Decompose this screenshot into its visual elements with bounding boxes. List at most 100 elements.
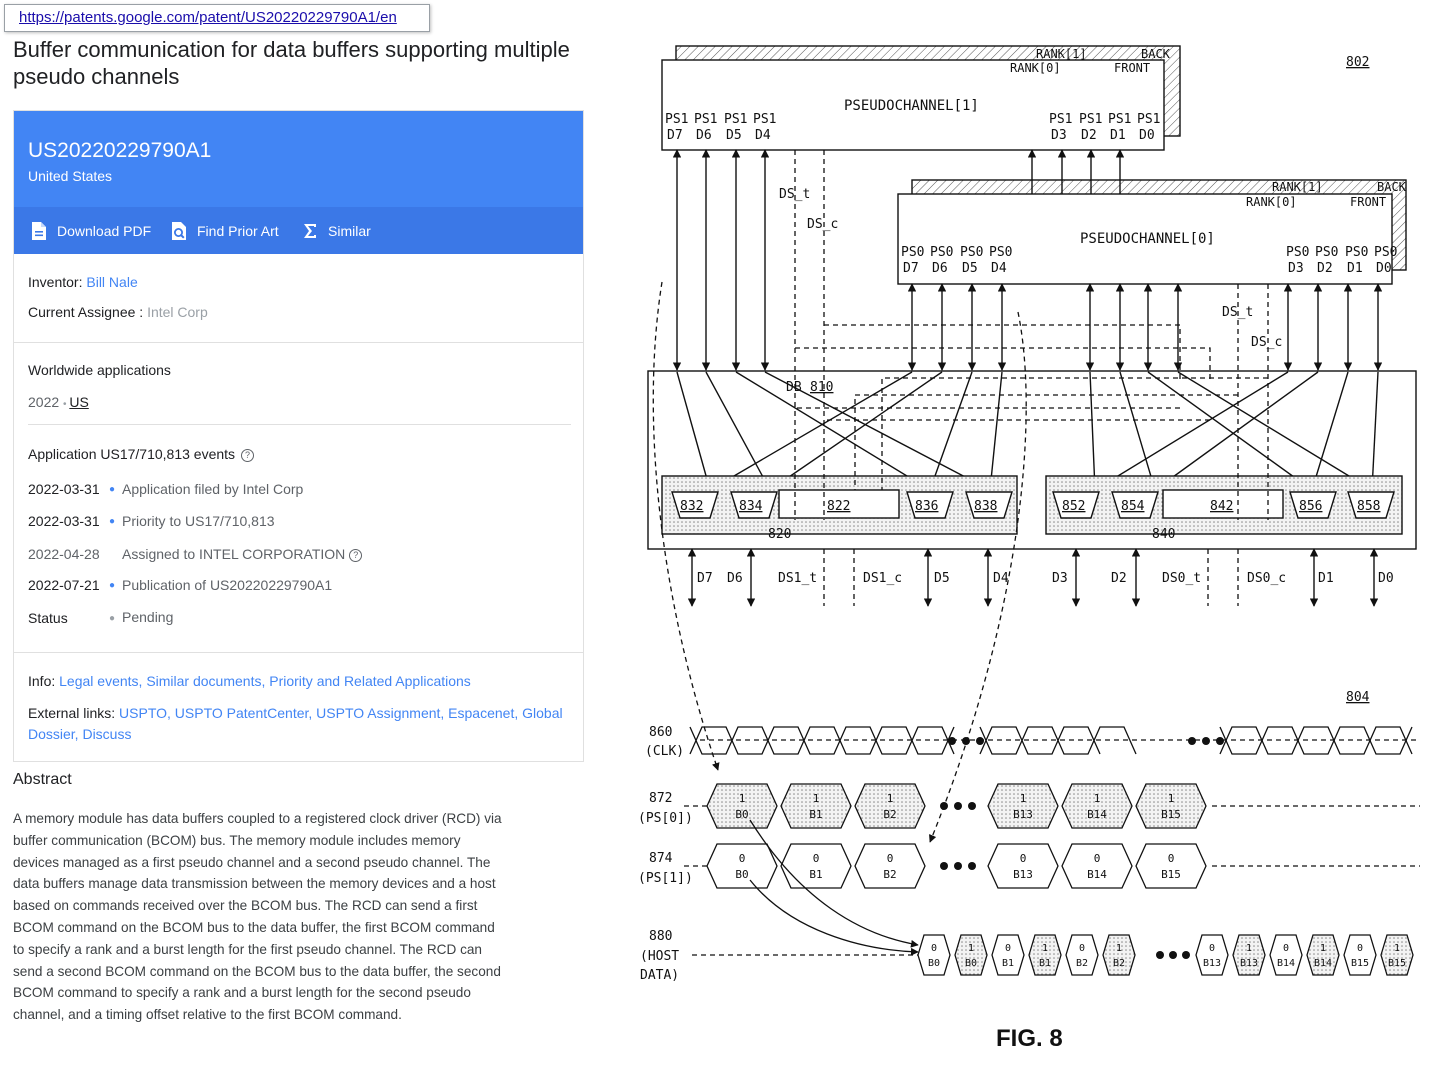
assignee-label: Current Assignee : — [28, 304, 144, 320]
cell-label: 0 — [813, 852, 820, 865]
cell-label: B14 — [1087, 868, 1107, 881]
action-bar: Download PDF Find Prior Art Similar — [14, 207, 583, 254]
pc0-pin: D6 — [932, 261, 948, 276]
cell-label: 0 — [1094, 852, 1101, 865]
ds-c-label: DS_c — [807, 217, 838, 232]
cell-label: B1 — [1002, 958, 1014, 969]
event-text: Publication of US20220229790A1 — [122, 577, 333, 593]
ds-t-label: DS_t — [779, 187, 810, 202]
cell-label: 0 — [1209, 943, 1215, 954]
pc1-pin: PS1 — [724, 112, 747, 127]
block-number: 854 — [1121, 499, 1145, 514]
cell-label: 0 — [1283, 943, 1289, 954]
pc0-pin: PS0 — [1345, 245, 1368, 260]
cell-label: 1 — [887, 792, 894, 805]
info-label: Info: — [28, 673, 56, 689]
timeline-dot-icon: ● — [109, 613, 116, 624]
pc0-title: PSEUDOCHANNEL[0] — [1080, 231, 1215, 247]
group-number: 820 — [768, 527, 791, 542]
status-value: Pending — [122, 609, 174, 625]
cell-label: B2 — [883, 868, 896, 881]
event-text-row: Assigned to INTEL CORPORATION? — [122, 546, 363, 562]
signal-number: 860 — [649, 725, 672, 740]
signal-number: 880 — [649, 929, 672, 944]
pc0-back: BACK — [1377, 180, 1407, 194]
page-title: Buffer communication for data buffers su… — [13, 37, 570, 89]
pc1-pin: PS1 — [1137, 112, 1160, 127]
cell-label: B14 — [1277, 958, 1295, 969]
worldwide-row: 2022 • US — [28, 394, 89, 410]
pc0-pin: PS0 — [901, 245, 924, 260]
cell-label: 0 — [739, 852, 746, 865]
bottom-pin-label: DS1_c — [863, 571, 902, 586]
pc1-pin: D7 — [667, 128, 683, 143]
cell-label: 1 — [968, 943, 974, 954]
cell-label: B13 — [1240, 958, 1258, 969]
ref-802: 802 — [1346, 55, 1369, 70]
pc0-pin: D0 — [1376, 261, 1392, 276]
abstract-text: A memory module has data buffers coupled… — [13, 811, 502, 1023]
cell-label: 0 — [1357, 943, 1363, 954]
cell-label: 1 — [1394, 943, 1400, 954]
cell-label: B15 — [1388, 958, 1406, 969]
ref-804: 804 — [1346, 690, 1370, 705]
address-bar[interactable]: https://patents.google.com/patent/US2022… — [4, 4, 430, 32]
bottom-pin-label: D7 — [697, 571, 713, 586]
patent-card: US20220229790A1 United States Download P… — [13, 110, 584, 762]
download-pdf-button[interactable]: Download PDF — [30, 207, 151, 254]
bottom-pin-label: D5 — [934, 571, 950, 586]
timeline-dot-icon: ● — [109, 484, 116, 495]
ds-t-label: DS_t — [1222, 305, 1253, 320]
timing-waveforms — [684, 726, 1420, 976]
bottom-pin-label: DS0_t — [1162, 571, 1201, 586]
section-divider — [14, 652, 583, 653]
pc1-pin: PS1 — [665, 112, 688, 127]
pc0-pin: D2 — [1317, 261, 1333, 276]
cell-label: B13 — [1013, 808, 1033, 821]
block-number: 858 — [1357, 499, 1380, 514]
bottom-pin-label: D3 — [1052, 571, 1068, 586]
block-number: 832 — [680, 499, 703, 514]
block-number: 856 — [1299, 499, 1322, 514]
help-icon[interactable]: ? — [349, 549, 363, 562]
external-links[interactable]: USPTO, USPTO PatentCenter, USPTO Assignm… — [28, 705, 563, 742]
signal-number: 874 — [649, 851, 673, 866]
cell-label: 0 — [1079, 943, 1085, 954]
signal-number: 872 — [649, 791, 672, 806]
worldwide-label: Worldwide applications — [28, 362, 171, 378]
cell-label: 0 — [931, 943, 937, 954]
events-title: Application US17/710,813 events — [28, 446, 236, 462]
find-prior-art-button[interactable]: Find Prior Art — [170, 207, 279, 254]
bottom-pin-label: DS1_t — [778, 571, 817, 586]
pc0-pin: PS0 — [960, 245, 983, 260]
inventor-link[interactable]: Bill Nale — [86, 274, 138, 290]
bottom-pin-label: D1 — [1318, 571, 1334, 586]
similar-button[interactable]: Similar — [301, 207, 371, 254]
cell-label: B15 — [1161, 808, 1181, 821]
patent-url-link[interactable]: https://patents.google.com/patent/US2022… — [19, 9, 397, 26]
cell-label: 1 — [1042, 943, 1048, 954]
worldwide-year: 2022 — [28, 394, 60, 410]
pc0-pin: D4 — [991, 261, 1007, 276]
info-links[interactable]: Legal events, Similar documents, Priorit… — [59, 673, 471, 689]
cell-labels: 1 B0 1 B1 1 B2 1 B13 1 B14 1 B15 0 B0 0 … — [735, 792, 1406, 969]
pc0-pin: D3 — [1288, 261, 1304, 276]
pc0-pin: D1 — [1347, 261, 1363, 276]
event-date: 2022-03-31 — [28, 481, 100, 497]
country-label: United States — [28, 168, 113, 184]
similar-label: Similar — [328, 222, 371, 239]
signal-name: (HOST — [640, 949, 679, 964]
bottom-pin-label: D2 — [1111, 571, 1127, 586]
pc1-pin: PS1 — [1108, 112, 1131, 127]
worldwide-country-link[interactable]: US — [69, 394, 89, 410]
signal-name: (PS[0]) — [638, 811, 693, 826]
bottom-pin-label: D4 — [993, 571, 1009, 586]
pc1-pin: D6 — [696, 128, 712, 143]
cell-label: 0 — [887, 852, 894, 865]
bottom-pin-label: D0 — [1378, 571, 1394, 586]
signal-name: DATA) — [640, 968, 679, 983]
info-row: Info: Legal events, Similar documents, P… — [28, 673, 568, 689]
pc1-pin: PS1 — [753, 112, 776, 127]
help-icon[interactable]: ? — [241, 449, 255, 462]
pc0-pin: PS0 — [1374, 245, 1397, 260]
